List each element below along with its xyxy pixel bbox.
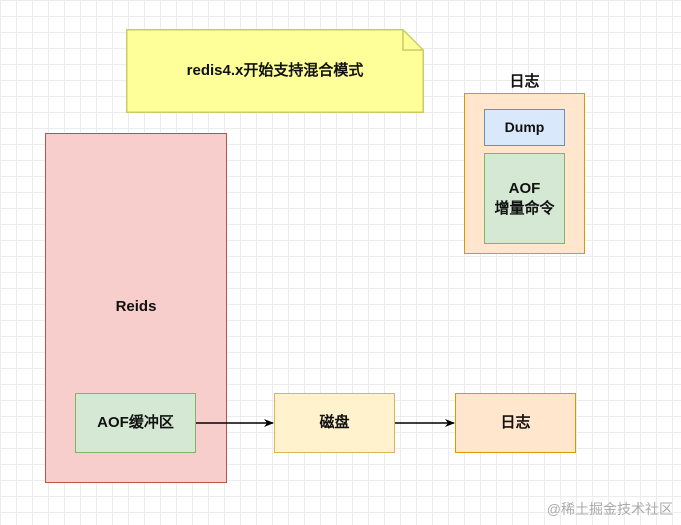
note-shape xyxy=(126,29,424,113)
dump-label: Dump xyxy=(504,119,545,136)
dump-box: Dump xyxy=(484,109,565,146)
note-box: redis4.x开始支持混合模式 xyxy=(126,29,424,113)
disk-box: 磁盘 xyxy=(274,393,395,453)
aof-buffer-box: AOF缓冲区 xyxy=(75,393,196,453)
aof-incremental-box: AOF 增量命令 xyxy=(484,153,565,244)
aof-incremental-label-line1: AOF xyxy=(508,180,541,197)
log-label: 日志 xyxy=(500,414,531,432)
watermark: @稀土掘金技术社区 xyxy=(546,501,673,517)
disk-label: 磁盘 xyxy=(319,414,350,432)
aof-incremental-label-line2: 增量命令 xyxy=(494,199,555,217)
note-text: redis4.x开始支持混合模式 xyxy=(186,62,364,80)
redis-label: Reids xyxy=(115,298,157,315)
aof-buffer-label: AOF缓冲区 xyxy=(97,414,174,432)
log-container-title: 日志 xyxy=(509,73,540,90)
log-box: 日志 xyxy=(455,393,576,453)
